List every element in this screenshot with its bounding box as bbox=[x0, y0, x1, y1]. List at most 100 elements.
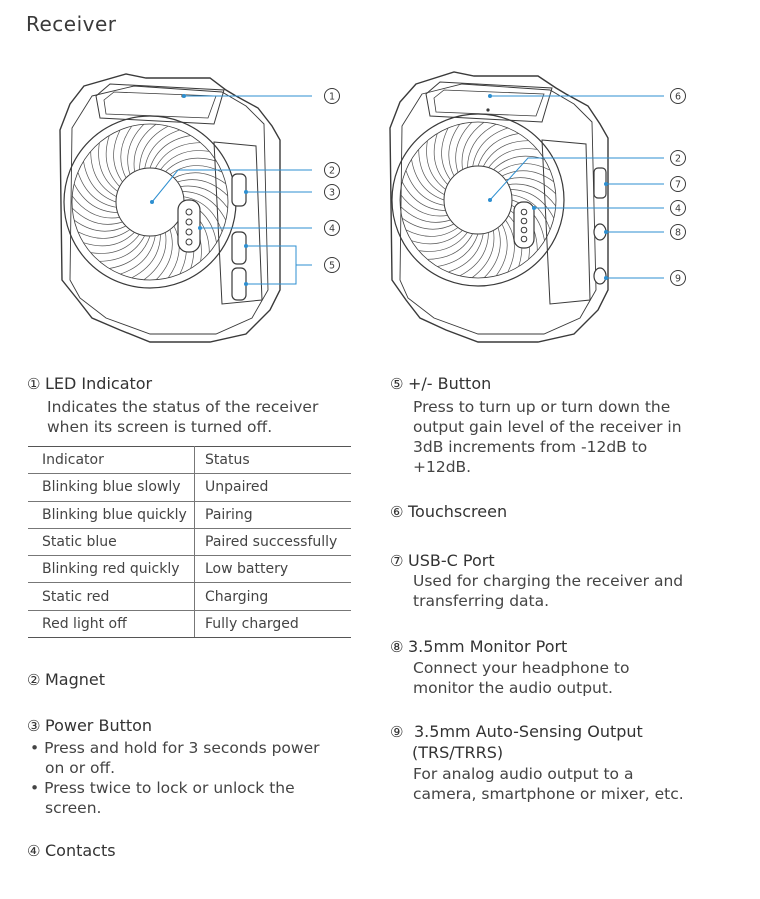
power-button-bullets: • Press and hold for 3 seconds power on … bbox=[30, 738, 319, 818]
status-cell: Unpaired bbox=[194, 473, 351, 502]
fan-blade bbox=[411, 159, 445, 201]
fan-blade bbox=[105, 135, 120, 187]
fan-blade bbox=[505, 219, 515, 273]
fan-blade bbox=[472, 127, 509, 167]
led-indicator-description: Indicates the status of the receiver whe… bbox=[47, 397, 318, 437]
indicator-cell: Blinking blue quickly bbox=[28, 501, 195, 529]
bullet-line: screen. bbox=[45, 799, 102, 817]
fan-blade bbox=[401, 181, 446, 211]
fan-grille bbox=[63, 115, 237, 289]
svg-text:7: 7 bbox=[675, 180, 681, 191]
callout-8-right: 8 bbox=[670, 224, 686, 240]
section-number: ⑨ bbox=[390, 723, 404, 741]
section-number: ⑤ bbox=[390, 375, 404, 393]
fan-blade bbox=[139, 125, 169, 170]
fan-blade bbox=[461, 121, 485, 170]
fan-blade bbox=[73, 183, 118, 213]
callout-4-left: 4 bbox=[324, 220, 340, 236]
description-line: transferring data. bbox=[413, 592, 550, 610]
fan-blade bbox=[99, 235, 146, 262]
plus-button-shape bbox=[231, 231, 247, 265]
contacts-shape bbox=[513, 201, 535, 249]
fan-blade bbox=[177, 179, 229, 197]
fan-blade bbox=[119, 235, 156, 275]
description-line: For analog audio output to a bbox=[413, 765, 634, 783]
indicator-cell: Static blue bbox=[28, 528, 195, 557]
bullet-dot-icon: • bbox=[30, 779, 45, 797]
callout-2-right: 2 bbox=[670, 150, 686, 166]
fan-blade bbox=[437, 233, 479, 267]
indicator-cell: Static red bbox=[28, 582, 195, 611]
fan-blade bbox=[71, 207, 123, 225]
description-line: 3dB increments from -12dB to bbox=[413, 438, 648, 456]
contacts-shape bbox=[177, 199, 201, 253]
fan-blade bbox=[488, 148, 538, 168]
bullet-item: • Press twice to lock or unlock the bbox=[30, 778, 319, 798]
usbc-port-shape bbox=[593, 167, 607, 199]
fan-blade bbox=[149, 135, 191, 169]
fan-blade bbox=[455, 121, 473, 173]
description-line: Indicates the status of the receiver bbox=[47, 398, 319, 416]
fan-blade bbox=[426, 140, 446, 190]
fan-blade bbox=[165, 157, 217, 172]
usbc-port-description: Used for charging the receiver and trans… bbox=[413, 571, 683, 611]
fan-blade bbox=[180, 185, 229, 209]
bullet-dot-icon: • bbox=[30, 739, 45, 757]
fan-blade bbox=[73, 219, 127, 232]
fan-blade bbox=[173, 172, 227, 185]
section-title: Power Button bbox=[45, 716, 153, 735]
fan-blade bbox=[131, 234, 161, 279]
fan-blade bbox=[447, 233, 484, 273]
bullet-line: Press and hold for 3 seconds power bbox=[44, 739, 320, 757]
section-number: ⑦ bbox=[390, 552, 404, 570]
indicator-cell: Blinking blue slowly bbox=[28, 473, 195, 502]
description-line: Press to turn up or turn down the bbox=[413, 398, 671, 416]
section-title: Magnet bbox=[45, 670, 106, 689]
fan-blade bbox=[183, 196, 223, 233]
fan-blade bbox=[144, 129, 181, 169]
indicator-cell: Blinking red quickly bbox=[28, 555, 195, 584]
section-title: 3.5mm Auto-Sensing Output bbox=[414, 722, 643, 741]
callout-1-left: 1 bbox=[324, 88, 340, 104]
callout-7-right: 7 bbox=[670, 176, 686, 192]
svg-text:2: 2 bbox=[675, 154, 681, 165]
fan-blade bbox=[427, 233, 474, 260]
fan-blade bbox=[510, 189, 555, 219]
fan-blade bbox=[511, 194, 551, 231]
section-title: 3.5mm Monitor Port bbox=[408, 637, 568, 656]
description-line: +12dB. bbox=[413, 458, 472, 476]
callout-5-left: 5 bbox=[324, 257, 340, 273]
callout-9-right: 9 bbox=[670, 270, 686, 286]
callout-2-left: 2 bbox=[324, 162, 340, 178]
minus-button-shape bbox=[231, 267, 247, 301]
table-row: Red light off Fully charged bbox=[28, 610, 351, 639]
svg-text:9: 9 bbox=[675, 274, 681, 285]
fan-blade bbox=[483, 227, 501, 279]
description-line: when its screen is turned off. bbox=[47, 418, 273, 436]
table-row: Static red Charging bbox=[28, 582, 351, 611]
table-row: Static blue Paired successfully bbox=[28, 528, 351, 557]
output-port-description: For analog audio output to a camera, sma… bbox=[413, 764, 684, 804]
fan-blade bbox=[399, 193, 448, 217]
description-line: output gain level of the receiver in bbox=[413, 418, 682, 436]
fan-blade bbox=[405, 227, 459, 237]
svg-text:5: 5 bbox=[329, 261, 335, 272]
fan-blade bbox=[120, 125, 133, 179]
section-number: ⑧ bbox=[390, 638, 404, 656]
section-title: USB-C Port bbox=[408, 551, 495, 570]
plus-minus-button-heading: ⑤+/- Button bbox=[390, 374, 491, 393]
fan-blade bbox=[71, 195, 120, 219]
section-title: +/- Button bbox=[408, 374, 492, 393]
svg-text:4: 4 bbox=[675, 204, 681, 215]
fan-blade bbox=[441, 127, 451, 181]
bullet-line: Press twice to lock or unlock the bbox=[44, 779, 295, 797]
fan-blade bbox=[167, 225, 180, 279]
fan-blade bbox=[405, 169, 445, 206]
fan-blade bbox=[482, 140, 529, 167]
fan-blade bbox=[467, 123, 497, 168]
section-number: ③ bbox=[27, 717, 41, 735]
section-number: ② bbox=[27, 671, 41, 689]
